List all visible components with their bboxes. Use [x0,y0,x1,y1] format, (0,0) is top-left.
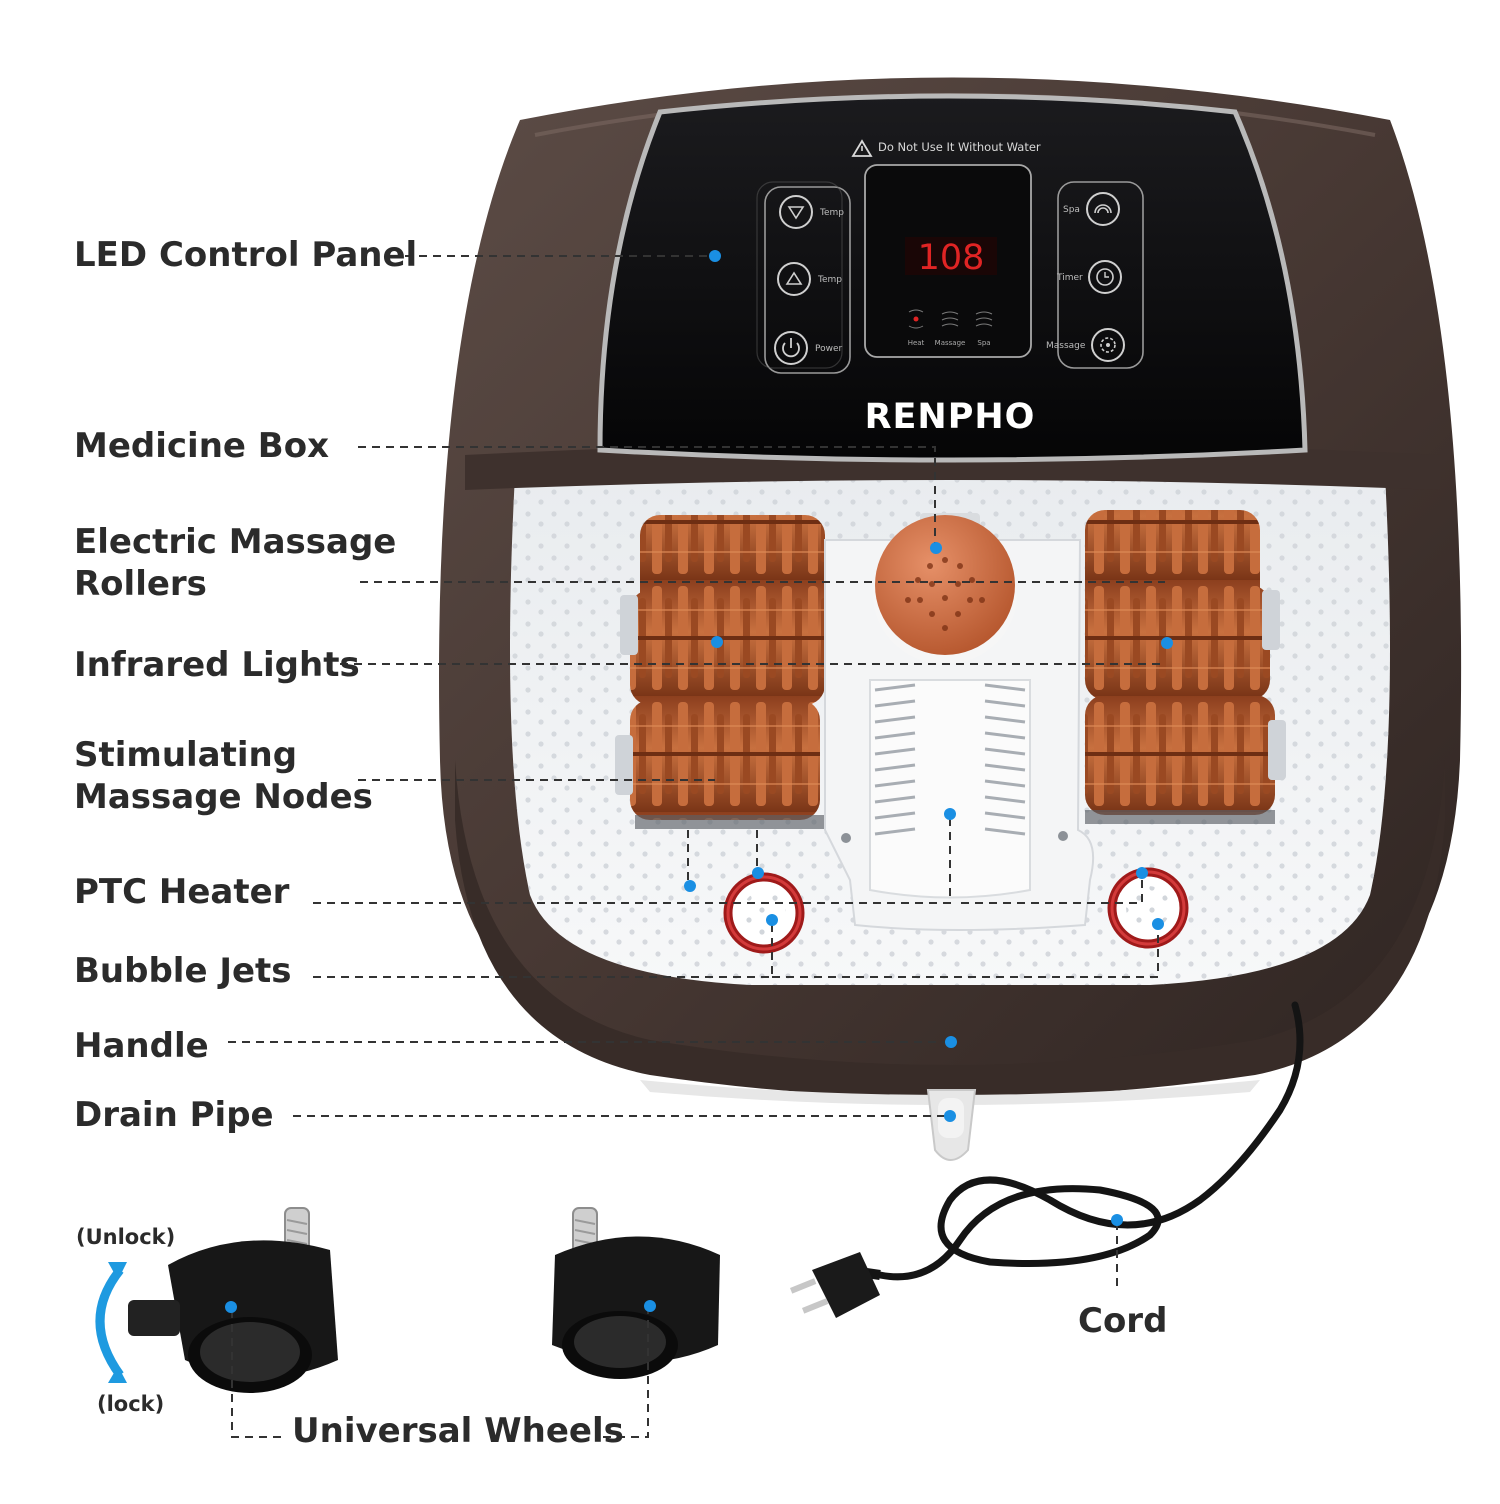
led-display [905,237,997,275]
label-handle: Handle [74,1026,209,1066]
label-ptc-heater: PTC Heater [74,872,290,912]
label-universal-wheels: Universal Wheels [292,1411,624,1451]
marker-cord [1111,1214,1123,1226]
plug-icon [789,1252,880,1318]
indicator-heat: Heat [908,309,925,347]
marker-led-panel [709,250,721,262]
indicator-massage: Massage [935,311,966,347]
massage-icon [1100,337,1116,353]
label-drain-pipe: Drain Pipe [74,1095,274,1135]
roller-left-2 [630,590,825,705]
label-led-control-panel: LED Control Panel [74,235,418,275]
label-bubble-jets: Bubble Jets [74,951,292,991]
marker-wheel-right [644,1300,656,1312]
wheel-with-lock [95,1207,338,1393]
spa-label: Spa [1063,205,1080,215]
led-control-panel: Do Not Use It Without Water Temp Temp Po… [597,93,1308,463]
label-medicine-box: Medicine Box [74,426,329,466]
marker-jet-right [1152,918,1164,930]
indicator-massage-label: Massage [935,339,966,347]
marker-roller-right [1161,637,1173,649]
brand-logo: RENPHO [865,397,1036,437]
massage-rollers [615,510,1286,829]
display-value: 108 [918,238,985,278]
marker-ptc-heater [944,808,956,820]
leader-lines [228,255,1165,1438]
label-infrared-lights: Infrared Lights [74,645,360,685]
bubble-jet-right [1107,867,1189,949]
power-icon [782,342,800,358]
drain-pipe [926,1089,977,1161]
timer-label: Timer [1056,273,1083,283]
marker-drain-pipe [944,1110,956,1122]
callout-markers [225,250,1173,1313]
label-electric-massage-rollers-line1: Electric Massage [74,522,397,562]
power-label: Power [815,344,843,354]
label-unlock: (Unlock) [76,1225,176,1249]
indicator-heat-label: Heat [908,339,925,347]
massage-button[interactable]: Massage [1046,328,1125,362]
rotate-arrow-icon [95,1267,124,1378]
chevron-up-icon [785,271,803,285]
marker-nodes-1 [684,880,696,892]
label-cord: Cord [1078,1301,1168,1341]
roller-right-2 [1085,585,1270,700]
marker-medicine-box [930,542,942,554]
temp-down-button[interactable]: Temp [779,195,844,229]
spa-button[interactable]: Spa [1063,192,1120,226]
label-stimulating-massage-nodes-line2: Massage Nodes [74,777,373,817]
roller-left-3 [630,700,820,820]
marker-roller-left [711,636,723,648]
warning-text: Do Not Use It Without Water [878,140,1041,154]
marker-handle [945,1036,957,1048]
label-electric-massage-rollers-line2: Rollers [74,564,207,604]
marker-wheel-left [225,1301,237,1313]
marker-nodes-3 [1136,867,1148,879]
power-button[interactable]: Power [774,331,843,365]
marker-nodes-2 [752,867,764,879]
massage-label: Massage [1046,341,1086,351]
indicator-spa-label: Spa [977,339,990,347]
marker-jet-left [766,914,778,926]
wheel-without-lock [552,1207,720,1379]
bubble-jet-left [723,872,805,954]
power-cord [789,1001,1304,1318]
lock-lever[interactable] [128,1300,180,1336]
temp-up-button[interactable]: Temp [777,262,842,296]
temp-up-label: Temp [817,275,842,285]
chevron-down-icon [787,206,805,220]
temp-down-label: Temp [819,208,844,218]
medicine-box [873,513,1017,664]
indicator-spa: Spa [975,311,993,347]
spa-icon [1094,204,1112,214]
clock-icon [1096,268,1114,286]
timer-button[interactable]: Timer [1056,260,1122,294]
warning-icon [851,139,873,157]
roller-right-3 [1085,695,1275,815]
label-lock: (lock) [97,1392,165,1416]
label-stimulating-massage-nodes-line1: Stimulating [74,735,298,775]
